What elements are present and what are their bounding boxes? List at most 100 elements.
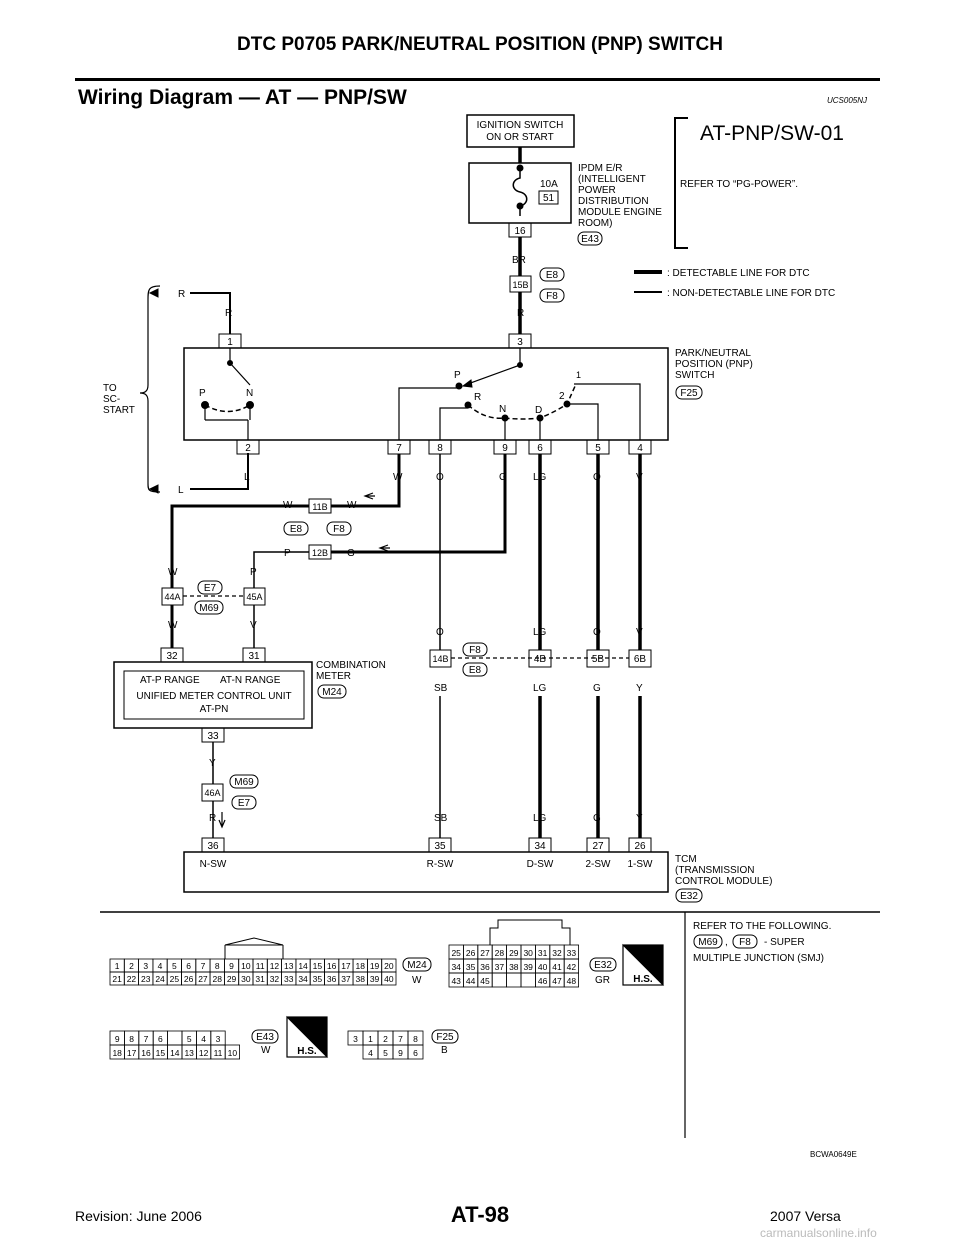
- hs-label-1: H.S.: [633, 974, 653, 985]
- header-rule: [75, 78, 880, 81]
- connector-pin-label: 20: [384, 961, 394, 971]
- connector-pin-label: 12: [199, 1048, 209, 1058]
- connector-pin-label: 34: [451, 962, 461, 972]
- wire-r-left: R: [225, 308, 232, 319]
- jc-15b: 15B: [512, 280, 528, 290]
- connector-pin-label: 37: [495, 962, 505, 972]
- connector-pin-label: 7: [144, 1034, 149, 1044]
- svg-text:TCM: TCM: [675, 854, 697, 865]
- connector-pin-label: 13: [284, 961, 294, 971]
- smj-line2: MULTIPLE JUNCTION (SMJ): [693, 953, 824, 964]
- connector-pin-label: 3: [216, 1034, 221, 1044]
- connector-pin-label: 28: [213, 974, 223, 984]
- svg-text:,: ,: [725, 937, 728, 948]
- connector-pin-label: 5: [383, 1048, 388, 1058]
- connector-pin-label: 2: [129, 961, 134, 971]
- connector-pin-label: 38: [509, 962, 519, 972]
- connector-pin-label: 16: [141, 1048, 151, 1058]
- svg-text:COMBINATION: COMBINATION: [316, 660, 386, 671]
- connector-pin-label: 25: [170, 974, 180, 984]
- smj-super: - SUPER: [764, 937, 805, 948]
- connector-pin-label: 14: [170, 1048, 180, 1058]
- connector-pin-label: 3: [353, 1034, 358, 1044]
- connector-pin-label: 9: [229, 961, 234, 971]
- pnp-terminal-7: 7: [396, 443, 402, 454]
- section-title: Wiring Diagram — AT — PNP/SW: [78, 86, 407, 109]
- wire-w-11b-r: W: [347, 500, 357, 511]
- wire-v-6b-top: V: [636, 627, 643, 638]
- conn-e43-tag: E43: [256, 1032, 274, 1043]
- tcm-label: TCM (TRANSMISSION CONTROL MODULE): [675, 854, 772, 887]
- connector-pin-label: 29: [509, 948, 519, 958]
- jc-14b: 14B: [432, 654, 448, 664]
- legend-nondetectable: : NON-DETECTABLE LINE FOR DTC: [667, 288, 835, 299]
- pnp-connector: F25: [680, 388, 698, 399]
- wire-p-12b: P: [284, 548, 291, 559]
- pnp-terminal-3: 3: [517, 337, 523, 348]
- svg-text:CONTROL MODULE): CONTROL MODULE): [675, 876, 772, 887]
- connector-pin-label: 4: [201, 1034, 206, 1044]
- to-sc-start: TO SC- START: [103, 383, 135, 416]
- ign-switch-line2: ON OR START: [486, 132, 553, 143]
- meter-at-p-range: AT-P RANGE: [140, 675, 200, 686]
- tcm-pin-r-sw: R-SW: [427, 859, 454, 870]
- connector-pin-label: 15: [156, 1048, 166, 1058]
- connector-pin-label: 6: [158, 1034, 163, 1044]
- connector-pin-label: 10: [228, 1048, 238, 1058]
- conn-e8-c: E8: [469, 665, 482, 676]
- connector-pin-label: 35: [466, 962, 476, 972]
- wire-lg-4b: LG: [533, 683, 547, 694]
- sw-n-right: N: [499, 404, 506, 415]
- meter-unit-name: UNIFIED METER CONTROL UNIT: [136, 691, 291, 702]
- wire-l-bottom: L: [178, 485, 184, 496]
- connector-pin-label: 13: [184, 1048, 194, 1058]
- connector-pin-label: 3: [143, 961, 148, 971]
- svg-text:DISTRIBUTION: DISTRIBUTION: [578, 196, 649, 207]
- svg-text:MODULE ENGINE: MODULE ENGINE: [578, 207, 662, 218]
- connector-pin-label: 37: [341, 974, 351, 984]
- conn-e7-a: E7: [204, 583, 217, 594]
- section-ref-code: UCS005NJ: [827, 96, 868, 105]
- hs-icon-1: H.S.: [622, 943, 665, 986]
- wire-w-44a-top: W: [168, 567, 178, 578]
- connector-pin-label: 1: [115, 961, 120, 971]
- diagram-id: AT-PNP/SW-01: [700, 122, 844, 145]
- connector-pin-label: 29: [227, 974, 237, 984]
- svg-text:PARK/NEUTRAL: PARK/NEUTRAL: [675, 348, 751, 359]
- connector-pin-label: 24: [155, 974, 165, 984]
- wire-l: L: [244, 472, 250, 483]
- pnp-terminal-2: 2: [245, 443, 251, 454]
- wire-r-right: R: [517, 308, 524, 319]
- sw-n-left: N: [246, 388, 253, 399]
- connector-pin-label: 7: [201, 961, 206, 971]
- ipdm-label: IPDM E/R (INTELLIGENT POWER DISTRIBUTION…: [578, 163, 662, 229]
- connector-pin-label: 26: [466, 948, 476, 958]
- conn-f8-c: F8: [469, 645, 481, 656]
- svg-text:POWER: POWER: [578, 185, 616, 196]
- connector-cell: [563, 972, 580, 988]
- conn-e32-color: GR: [595, 975, 610, 986]
- jc-4b: 4B: [534, 654, 547, 665]
- conn-m24-tag: M24: [407, 960, 427, 971]
- connector-pin-label: 26: [184, 974, 194, 984]
- fuse-icon: [512, 164, 528, 216]
- sw-1: 1: [576, 370, 581, 380]
- meter-connector: M24: [322, 687, 342, 698]
- connector-pin-label: 15: [313, 961, 323, 971]
- connector-cell: [407, 1044, 424, 1060]
- hs-icon-2: H.S.: [286, 1015, 329, 1058]
- tcm-pin-n-sw: N-SW: [200, 859, 227, 870]
- ipdm-connector: E43: [581, 234, 599, 245]
- connector-pin-label: 11: [256, 961, 265, 971]
- connector-pin-label: 8: [129, 1034, 134, 1044]
- svg-text:SC-: SC-: [103, 394, 120, 405]
- connector-pin-label: 22: [127, 974, 137, 984]
- connector-pin-label: 1: [368, 1034, 373, 1044]
- connector-pin-label: 48: [567, 976, 577, 986]
- sw-r: R: [474, 392, 481, 403]
- fuse-amp: 10A: [540, 179, 558, 190]
- fuse-number: 51: [543, 193, 555, 204]
- connector-pin-label: 16: [327, 961, 337, 971]
